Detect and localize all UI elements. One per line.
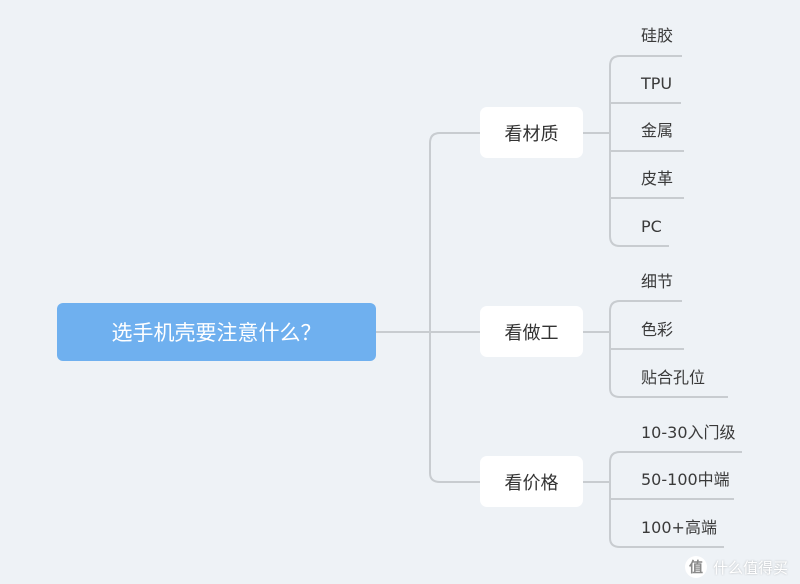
watermark: 值 什么值得买	[684, 556, 788, 578]
leaf-entry: 10-30入门级	[641, 423, 736, 442]
root-topic: 选手机壳要注意什么？	[57, 303, 376, 361]
branch-workmanship: 看做工	[480, 306, 583, 357]
leaf-pc: PC	[641, 217, 662, 236]
leaf-silicone: 硅胶	[641, 26, 674, 45]
logo-icon: 值	[684, 556, 707, 578]
branch-material: 看材质	[480, 107, 583, 158]
connector-trunk-vertical	[429, 132, 441, 483]
leaf-leather: 皮革	[641, 169, 674, 188]
leaf-fit: 贴合孔位	[641, 368, 706, 387]
leaf-tpu: TPU	[641, 74, 673, 93]
branch-price: 看价格	[480, 456, 583, 507]
leaf-color: 色彩	[641, 320, 674, 339]
leaf-detail: 细节	[641, 272, 674, 291]
watermark-text: 什么值得买	[712, 558, 788, 577]
leaf-high: 100+高端	[641, 518, 717, 537]
leaf-mid: 50-100中端	[641, 470, 730, 489]
leaf-metal: 金属	[641, 121, 674, 140]
